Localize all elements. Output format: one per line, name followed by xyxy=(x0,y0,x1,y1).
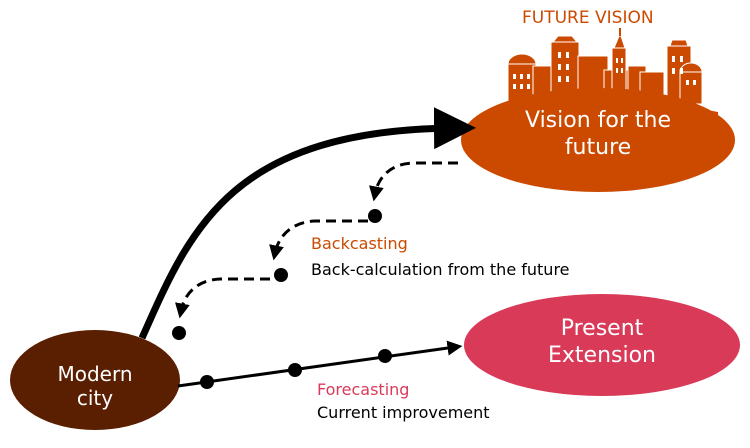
modern-city-node xyxy=(10,330,180,430)
backcasting-title: Backcasting xyxy=(311,234,408,253)
backcast-arrow-2 xyxy=(269,219,368,261)
present-extension-line2: Extension xyxy=(547,342,656,368)
backcast-point-2 xyxy=(274,268,288,282)
backcast-arrow-3 xyxy=(175,277,270,319)
vision-node-label: Vision for the future xyxy=(478,108,718,162)
modern-city-line1: Modern xyxy=(57,362,133,386)
present-extension-label: Present Extension xyxy=(482,316,722,370)
backcasting-description: Back-calculation from the future xyxy=(311,260,570,279)
forecast-point-1 xyxy=(200,375,214,389)
modern-city-line2: city xyxy=(76,386,114,411)
backcast-point-3 xyxy=(172,326,186,340)
forecast-point-3 xyxy=(378,349,392,363)
forecast-point-2 xyxy=(288,363,302,377)
backcast-point-1 xyxy=(368,209,382,223)
skyline-windows xyxy=(513,52,696,89)
direct-arrow xyxy=(138,107,476,340)
modern-city-label: Modern city xyxy=(15,362,175,411)
vision-node-line2: future xyxy=(564,134,632,160)
present-extension-line1: Present xyxy=(560,316,644,341)
backcast-arrow-1 xyxy=(369,161,458,202)
future-vision-heading: FUTURE VISION xyxy=(522,8,654,28)
forecasting-title: Forecasting xyxy=(317,380,410,399)
forecast-arrow xyxy=(177,340,463,388)
present-extension-node xyxy=(464,294,740,396)
vision-node-line1: Vision for the xyxy=(525,108,671,133)
vision-node xyxy=(461,88,735,192)
forecasting-description: Current improvement xyxy=(317,403,490,422)
